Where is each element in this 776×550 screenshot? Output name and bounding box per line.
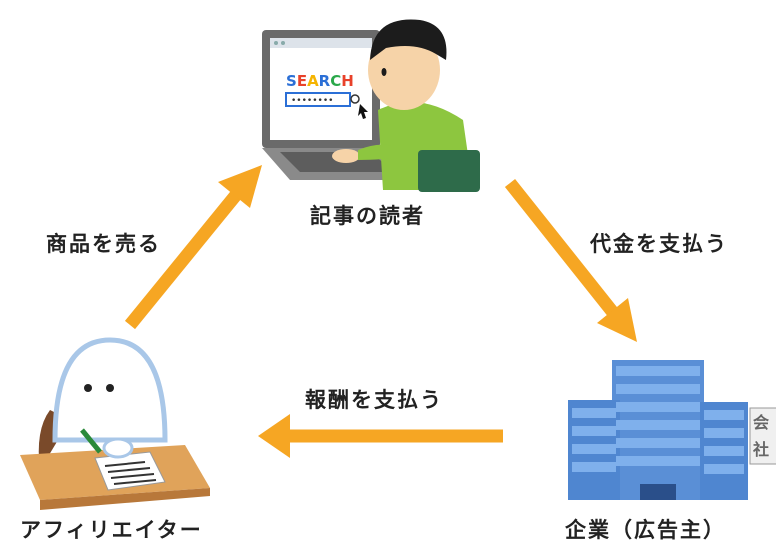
sell-product-label: 商品を売る [46,232,161,256]
reader-face [368,30,440,110]
ghost-eye-left [84,384,92,392]
pen [80,428,102,454]
pay-price-label: 代金を支払う [590,232,728,256]
arrow-affiliate-to-reader [124,165,262,330]
svg-text:••••••••: •••••••• [291,96,333,106]
laptop-screen [270,38,372,140]
search-box [285,92,351,107]
reader-illustration: SEARCH •••••••• [262,19,480,192]
enterprise-label: 企業（広告主） [565,518,726,542]
ghost-eye-right [106,384,114,392]
search-icon [350,94,360,104]
pay-reward-label: 報酬を支払う [305,388,443,412]
desk-edge [40,488,210,510]
search-logo: SEARCH [286,72,354,90]
company-sign-char-1: 会 [753,413,769,432]
affiliate-illustration [20,337,210,510]
reader-chair [418,150,480,192]
enterprise-illustration: 会 社 [568,360,776,500]
reader-hair [370,19,447,60]
arrow-reader-to-enterprise [504,178,637,342]
reader-label: 記事の読者 [310,204,425,228]
company-sign [749,407,776,465]
company-sign-char-2: 社 [752,440,769,459]
affiliate-label: アフィリエイター [20,518,203,542]
arrow-enterprise-to-affiliate [258,414,503,458]
reader-hand [332,149,360,163]
building-door [640,484,676,500]
cursor-icon [358,104,368,119]
